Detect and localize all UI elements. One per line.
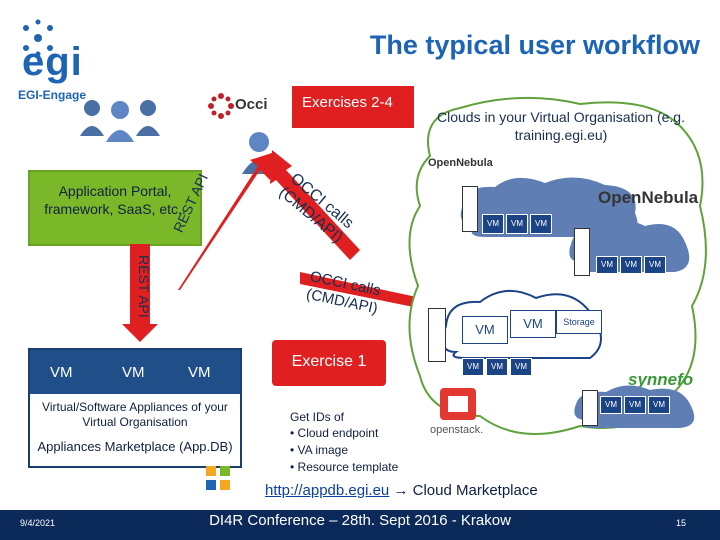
ids-item: • VA image (290, 443, 349, 457)
appliances-description: Virtual/Software Appliances of your Virt… (42, 400, 228, 429)
rest-api-vertical-arrow (122, 244, 158, 342)
clouds-heading: Clouds in your Virtual Organisation (e.g… (437, 109, 685, 143)
page-title: The typical user workflow (369, 30, 700, 60)
marketplace-link-row: http://appdb.egi.eu → Cloud Marketplace (265, 482, 538, 499)
egi-logo-sub: EGI-Engage (18, 88, 87, 102)
arrow-right-icon: → (393, 482, 409, 499)
openstack-logo-icon (440, 388, 476, 420)
ids-item: • Resource template (290, 460, 399, 474)
vm-box: VM (600, 396, 622, 414)
cloud-server-icon (574, 228, 590, 276)
exercises-callout: Exercises 2-4 (292, 86, 414, 128)
storage-box: Storage (556, 310, 602, 334)
vm-box: VM (462, 358, 484, 376)
rest-api-vertical-label: REST API (136, 255, 152, 318)
cloud-server-icon (582, 390, 598, 426)
vm-big-box: VM (462, 316, 508, 344)
occi-logo: Occi (207, 92, 292, 122)
exercise1-text: Exercise 1 (291, 353, 367, 370)
egi-logo-icon (23, 19, 53, 57)
cloud-server-icon (462, 186, 478, 232)
egi-logo-name: egi (22, 40, 83, 84)
footer-page-number: 15 (676, 518, 687, 528)
exercise1-callout: Exercise 1 (272, 340, 386, 386)
vm-box: VM (530, 214, 552, 234)
application-portal: Application Portal, framework, SaaS, etc… (28, 170, 202, 246)
vm-box: VM (624, 396, 646, 414)
opennebula-big-logo: OpenNebula (598, 188, 699, 207)
footer-conference: DI4R Conference – 28th. Sept 2016 - Krak… (209, 512, 511, 529)
cloud-server-icon (428, 308, 446, 362)
opennebula-small-logo: OpenNebula (428, 157, 493, 169)
vm-box: VM (620, 256, 642, 274)
vm-box: VM (482, 214, 504, 234)
vm-label: VM (122, 364, 145, 381)
ids-list: • Cloud endpoint • VA image • Resource t… (290, 425, 398, 476)
appliances-marketplace: Appliances Marketplace (App.DB) (37, 439, 233, 454)
appdb-logo-icon (206, 466, 230, 490)
occi-flower-icon (208, 93, 234, 119)
users-group-icon (80, 100, 160, 142)
vm-box: VM (596, 256, 618, 274)
application-portal-text: Application Portal, framework, SaaS, etc… (44, 183, 186, 217)
openstack-logo-text: openstack. (430, 424, 484, 436)
occi-call-arrow-mid (300, 272, 458, 322)
egi-logo: egi EGI-Engage (12, 18, 122, 102)
vm-box: VM (506, 214, 528, 234)
vm-label: VM (188, 364, 211, 381)
rest-api-arrow (160, 152, 275, 290)
occi-brand: Occi (235, 96, 268, 113)
appdb-link[interactable]: http://appdb.egi.eu (265, 482, 390, 499)
vm-box: VM (644, 256, 666, 274)
footer-date: 9/4/2021 (20, 518, 56, 528)
synnefo-logo: synnefo (628, 370, 694, 389)
vm-box: VM (648, 396, 670, 414)
ids-heading: Get IDs of (290, 410, 345, 424)
cloud-marketplace-label: Cloud Marketplace (412, 482, 538, 499)
footer-bar (0, 510, 720, 540)
vm-box: VM (510, 358, 532, 376)
vm-box: VM (486, 358, 508, 376)
vm-label: VM (50, 364, 73, 381)
ids-item: • Cloud endpoint (290, 426, 379, 440)
vm-big-box: VM (510, 310, 556, 338)
opennebula-cloud-1 (460, 177, 638, 237)
occi-call-arrow-top (270, 150, 360, 260)
exercises-callout-text: Exercises 2-4 (302, 94, 393, 111)
appliances-box: VM VM VM Virtual/Software Appliances of … (28, 348, 242, 468)
